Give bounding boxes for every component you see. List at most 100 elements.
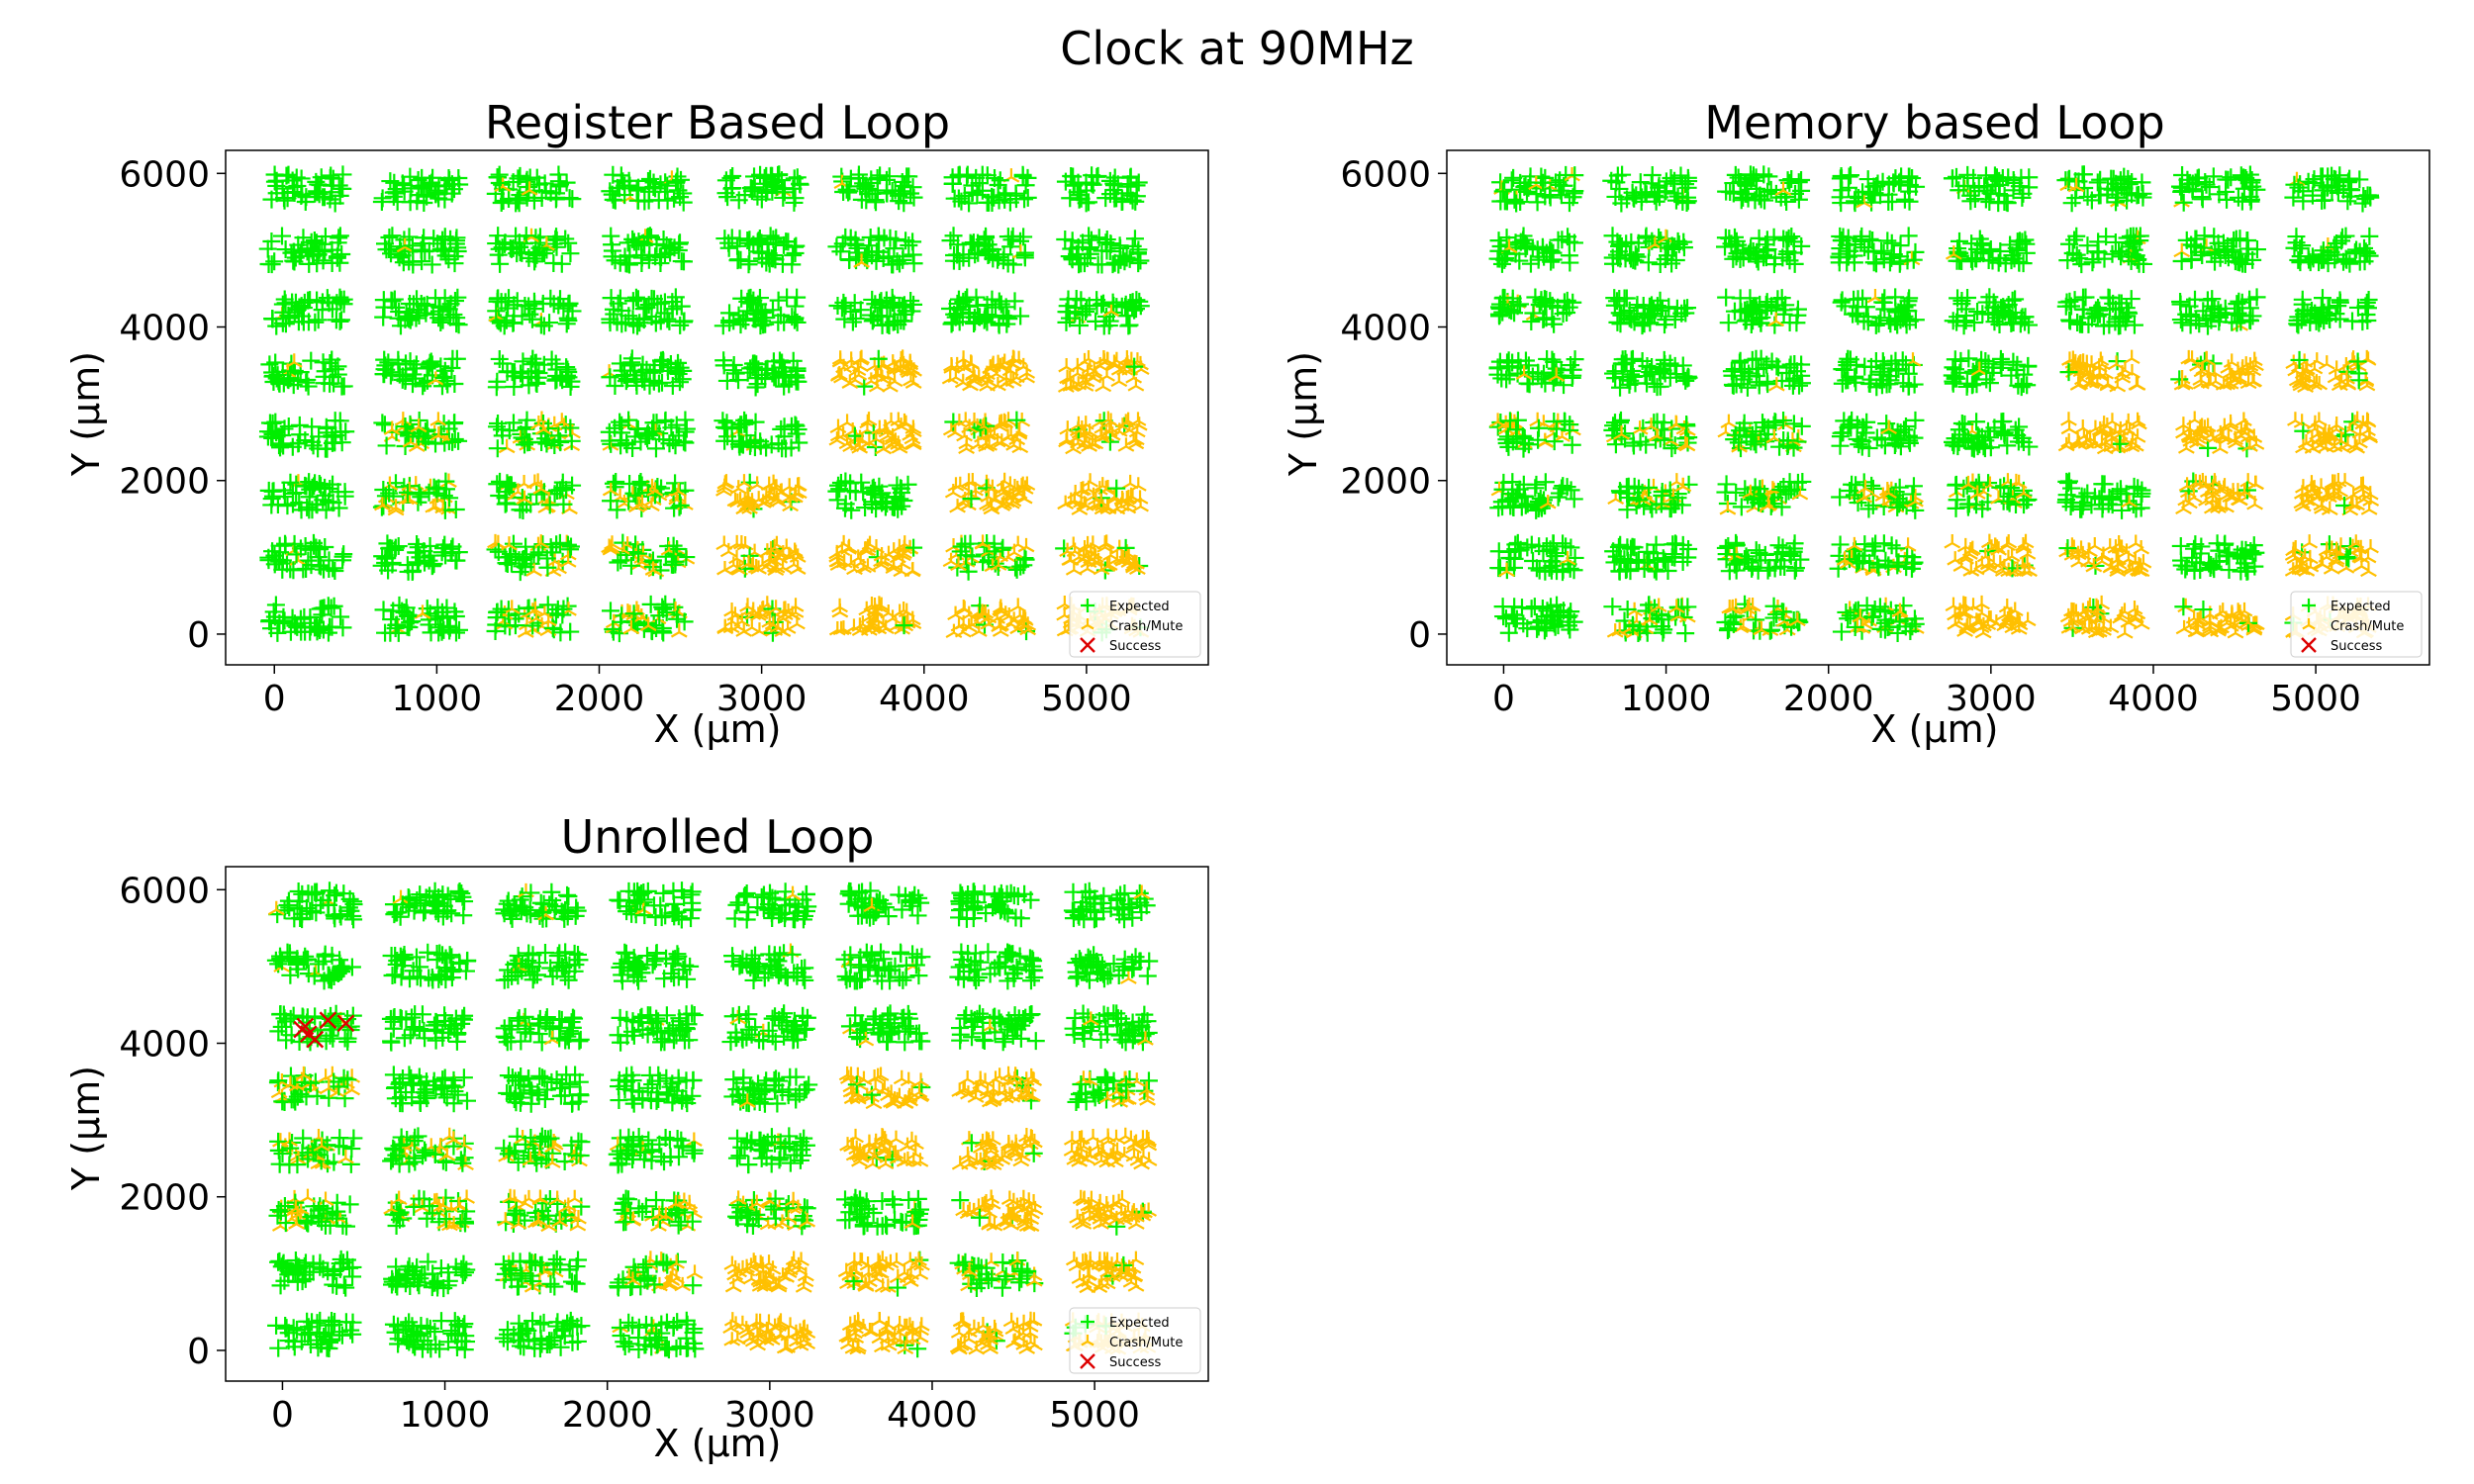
crash-mute-point xyxy=(1009,598,1027,612)
expected-point xyxy=(1068,183,1087,202)
crash-mute-point xyxy=(2308,352,2326,367)
expected-point xyxy=(323,183,341,202)
expected-point xyxy=(262,255,281,274)
expected-point xyxy=(785,193,804,212)
expected-point xyxy=(1018,188,1037,207)
crash-mute-point xyxy=(2120,413,2138,428)
expected-point xyxy=(561,537,580,556)
expected-point xyxy=(1947,499,1965,517)
expected-point xyxy=(644,372,663,391)
chart-title: Memory based Loop xyxy=(1704,96,2164,149)
expected-point xyxy=(490,174,509,193)
expected-point xyxy=(1016,176,1035,195)
expected-point xyxy=(900,167,918,186)
expected-point xyxy=(552,254,571,273)
expected-point xyxy=(2356,190,2375,209)
legend-label: Expected xyxy=(1109,600,1170,614)
y-tick-label: 4000 xyxy=(119,309,210,349)
expected-point xyxy=(831,242,850,261)
expected-point xyxy=(619,171,638,190)
expected-point xyxy=(735,186,754,205)
expected-point xyxy=(1750,376,1768,395)
crash-mute-point xyxy=(2123,349,2141,365)
plot-frame xyxy=(225,149,1209,666)
expected-point xyxy=(331,312,349,330)
expected-point xyxy=(1837,371,1856,390)
expected-point xyxy=(609,553,627,572)
expected-point xyxy=(278,189,297,208)
expected-point xyxy=(944,227,963,245)
expected-point xyxy=(374,601,393,619)
expected-point xyxy=(828,491,847,510)
expected-point xyxy=(866,193,885,212)
y-tick-label: 0 xyxy=(187,615,210,656)
crash-mute-point xyxy=(532,534,550,549)
crash-mute-point xyxy=(1720,414,1738,429)
expected-point xyxy=(2358,186,2377,205)
expected-point xyxy=(486,184,505,203)
expected-point xyxy=(557,173,576,192)
expected-point xyxy=(2122,290,2141,309)
expected-point xyxy=(841,169,860,188)
expected-point xyxy=(602,227,620,245)
expected-point xyxy=(413,252,431,271)
expected-point xyxy=(1832,293,1851,312)
crash-mute-point xyxy=(2245,351,2263,367)
expected-point xyxy=(839,183,858,202)
y-axis-label: Y (µm) xyxy=(1282,351,1325,477)
expected-point xyxy=(333,547,352,566)
scatter-points xyxy=(258,165,1150,643)
expected-point xyxy=(1088,167,1106,186)
expected-point xyxy=(307,538,326,557)
expected-point xyxy=(2174,193,2193,212)
crash-mute-point xyxy=(883,412,900,427)
expected-point xyxy=(2015,496,2034,514)
crash-mute-point xyxy=(1009,535,1027,551)
expected-point xyxy=(766,176,785,195)
x-tick-label: 3000 xyxy=(1946,679,2037,719)
expected-point xyxy=(857,176,876,195)
expected-point xyxy=(1013,165,1032,184)
expected-point xyxy=(1527,475,1546,494)
figure-suptitle: Clock at 90MHz xyxy=(1060,22,1413,75)
expected-point xyxy=(1006,184,1025,203)
crash-mute-point xyxy=(1129,412,1147,426)
expected-point xyxy=(960,194,979,213)
crash-mute-point xyxy=(628,601,645,616)
crash-mute-point xyxy=(778,538,796,553)
expected-point xyxy=(904,538,923,557)
expected-point xyxy=(601,182,619,201)
expected-point xyxy=(658,191,677,210)
expected-point xyxy=(324,559,342,578)
expected-point xyxy=(1959,349,1978,368)
expected-point xyxy=(2293,290,2312,309)
crash-mute-point xyxy=(2236,412,2252,426)
crash-mute-point xyxy=(1058,358,1076,373)
legend-label: Crash/Mute xyxy=(1109,619,1183,634)
expected-point xyxy=(719,238,738,257)
y-tick-label: 6000 xyxy=(1340,154,1431,195)
crash-mute-point xyxy=(440,473,457,488)
x-tick-label: 0 xyxy=(1492,679,1515,719)
expected-point xyxy=(606,251,624,270)
expected-point xyxy=(1782,170,1801,189)
crash-mute-point xyxy=(2318,355,2335,370)
expected-point xyxy=(1522,313,1541,331)
y-tick-label: 6000 xyxy=(119,154,210,195)
expected-point xyxy=(627,179,646,198)
expected-point xyxy=(1507,194,1526,213)
y-tick-label: 2000 xyxy=(119,462,210,503)
x-tick-label: 0 xyxy=(263,679,286,719)
expected-point xyxy=(676,411,695,429)
expected-point xyxy=(532,189,551,208)
expected-point xyxy=(904,188,923,207)
expected-point xyxy=(1722,362,1741,381)
crash-mute-point xyxy=(2311,412,2328,426)
expected-point xyxy=(2336,227,2355,245)
expected-point xyxy=(546,190,565,209)
expected-point xyxy=(333,245,351,264)
x-tick-label: 5000 xyxy=(2270,679,2361,719)
crash-mute-point xyxy=(503,600,521,614)
